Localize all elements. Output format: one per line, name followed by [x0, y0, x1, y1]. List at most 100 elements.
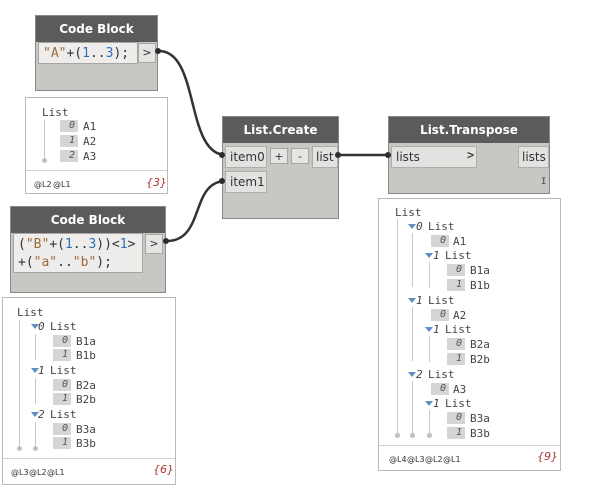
- watch-preview-3: List 0 List 0 A1 1 List 0 B1a 1 B1b 1 Li…: [378, 198, 561, 471]
- expand-arrow-icon[interactable]: [425, 401, 433, 406]
- list-group-index: 0: [38, 320, 45, 333]
- output-port-button[interactable]: >: [138, 43, 156, 63]
- list-item: A3: [453, 383, 467, 396]
- list-group-label: List: [50, 364, 77, 377]
- expand-arrow-icon[interactable]: [31, 368, 39, 373]
- input-port-dot[interactable]: [385, 152, 391, 158]
- list-group-index: 1: [433, 397, 440, 410]
- footer-divider: [26, 170, 167, 171]
- output-port-list[interactable]: list: [312, 146, 338, 168]
- expand-arrow-icon[interactable]: [31, 324, 39, 329]
- level-label[interactable]: @L2: [34, 180, 52, 189]
- tree-line: [412, 233, 413, 287]
- code-token: 3: [88, 237, 97, 252]
- item-count: {3}: [146, 176, 167, 189]
- level-label[interactable]: @L2: [425, 455, 443, 464]
- index-badge: 1: [447, 279, 465, 291]
- node-title: List.Create: [223, 117, 338, 143]
- wire-cb2-to-item1[interactable]: [166, 179, 227, 243]
- tree-line: [19, 320, 20, 448]
- index-badge: 0: [431, 383, 449, 395]
- input-port-lists[interactable]: lists: [391, 146, 477, 168]
- list-item: B1a: [470, 264, 490, 277]
- code-token: +(: [66, 46, 83, 61]
- index-badge: 0: [447, 412, 465, 424]
- level-label[interactable]: @L4: [389, 455, 407, 464]
- code-editor[interactable]: "A"+(1..3);: [38, 42, 138, 64]
- code-block-node-1[interactable]: Code Block "A"+(1..3); >: [35, 15, 158, 91]
- list-group-label: List: [50, 320, 77, 333]
- remove-input-button[interactable]: -: [291, 148, 309, 164]
- output-port-dot[interactable]: [335, 152, 341, 158]
- level-label[interactable]: @L2: [29, 468, 47, 477]
- level-label[interactable]: @L1: [53, 180, 71, 189]
- code-token: "A": [43, 46, 67, 61]
- index-badge: 0: [60, 120, 78, 132]
- input-port-dot[interactable]: [219, 178, 225, 184]
- list-item: A1: [83, 120, 97, 133]
- node-title: List.Transpose: [389, 117, 549, 143]
- expand-arrow-icon[interactable]: [408, 224, 416, 229]
- index-badge: 2: [60, 150, 78, 162]
- output-port-dot[interactable]: [155, 48, 161, 54]
- input-port-item1[interactable]: item1: [225, 171, 267, 193]
- list-item: B1b: [76, 349, 96, 362]
- tree-line: [429, 410, 430, 435]
- list-group-index: 2: [416, 368, 423, 381]
- list-group-index: 1: [416, 294, 423, 307]
- expand-arrow-icon[interactable]: [31, 412, 39, 417]
- level-label[interactable]: @L3: [11, 468, 29, 477]
- tree-line: [412, 307, 413, 361]
- expand-arrow-icon[interactable]: [408, 298, 416, 303]
- code-editor[interactable]: ("B"+(1..3))<1> +("a".."b");: [13, 233, 143, 273]
- output-port-dot[interactable]: [163, 238, 169, 244]
- wire-cb1-to-item0[interactable]: [158, 49, 227, 157]
- index-badge: 1: [447, 427, 465, 439]
- code-token: 1: [64, 237, 73, 252]
- add-input-button[interactable]: +: [270, 148, 288, 164]
- code-token: +(: [18, 255, 34, 270]
- tree-line: [44, 120, 45, 160]
- index-badge: 1: [53, 349, 71, 361]
- code-token: 1: [82, 46, 90, 61]
- expand-arrow-icon[interactable]: [425, 327, 433, 332]
- code-token: ..: [89, 46, 106, 61]
- expand-arrow-icon[interactable]: [408, 372, 416, 377]
- input-port-dot[interactable]: [219, 152, 225, 158]
- expand-arrow-icon[interactable]: [425, 253, 433, 258]
- list-item: B1a: [76, 335, 96, 348]
- output-port-lists[interactable]: lists: [518, 146, 549, 168]
- list-item: B2a: [76, 379, 96, 392]
- list-item: B2b: [470, 353, 490, 366]
- index-badge: 0: [53, 335, 71, 347]
- list-group-index: 1: [433, 323, 440, 336]
- footer-divider: [3, 458, 175, 459]
- list-item: A2: [453, 309, 467, 322]
- code-block-node-2[interactable]: Code Block ("B"+(1..3))<1> +("a".."b"); …: [10, 206, 166, 293]
- level-label[interactable]: @L1: [443, 455, 461, 464]
- list-transpose-node[interactable]: List.Transpose lists > lists I: [388, 116, 550, 194]
- list-group-label: List: [428, 368, 455, 381]
- code-token: ..: [72, 237, 89, 252]
- chevron-right-icon[interactable]: >: [467, 148, 475, 162]
- item-count: {6}: [153, 463, 174, 476]
- code-token: );: [96, 255, 112, 270]
- lacing-indicator[interactable]: I: [541, 177, 547, 187]
- list-group-index: 1: [433, 249, 440, 262]
- code-token: 1: [119, 237, 128, 252]
- level-label[interactable]: @L3: [407, 455, 425, 464]
- level-label[interactable]: @L1: [47, 468, 65, 477]
- list-group-label: List: [445, 397, 472, 410]
- output-port-button[interactable]: >: [145, 234, 163, 254]
- list-root-label: List: [395, 206, 422, 219]
- list-item: B1b: [470, 279, 490, 292]
- tree-line: [412, 381, 413, 435]
- tree-end-dot: [42, 158, 47, 163]
- list-group-index: 2: [38, 408, 45, 421]
- tree-line: [35, 422, 36, 448]
- list-create-node[interactable]: List.Create item0 + - list item1: [222, 116, 339, 219]
- index-badge: 1: [53, 437, 71, 449]
- input-port-item0[interactable]: item0: [225, 146, 267, 168]
- list-group-index: 1: [38, 364, 45, 377]
- index-badge: 0: [53, 379, 71, 391]
